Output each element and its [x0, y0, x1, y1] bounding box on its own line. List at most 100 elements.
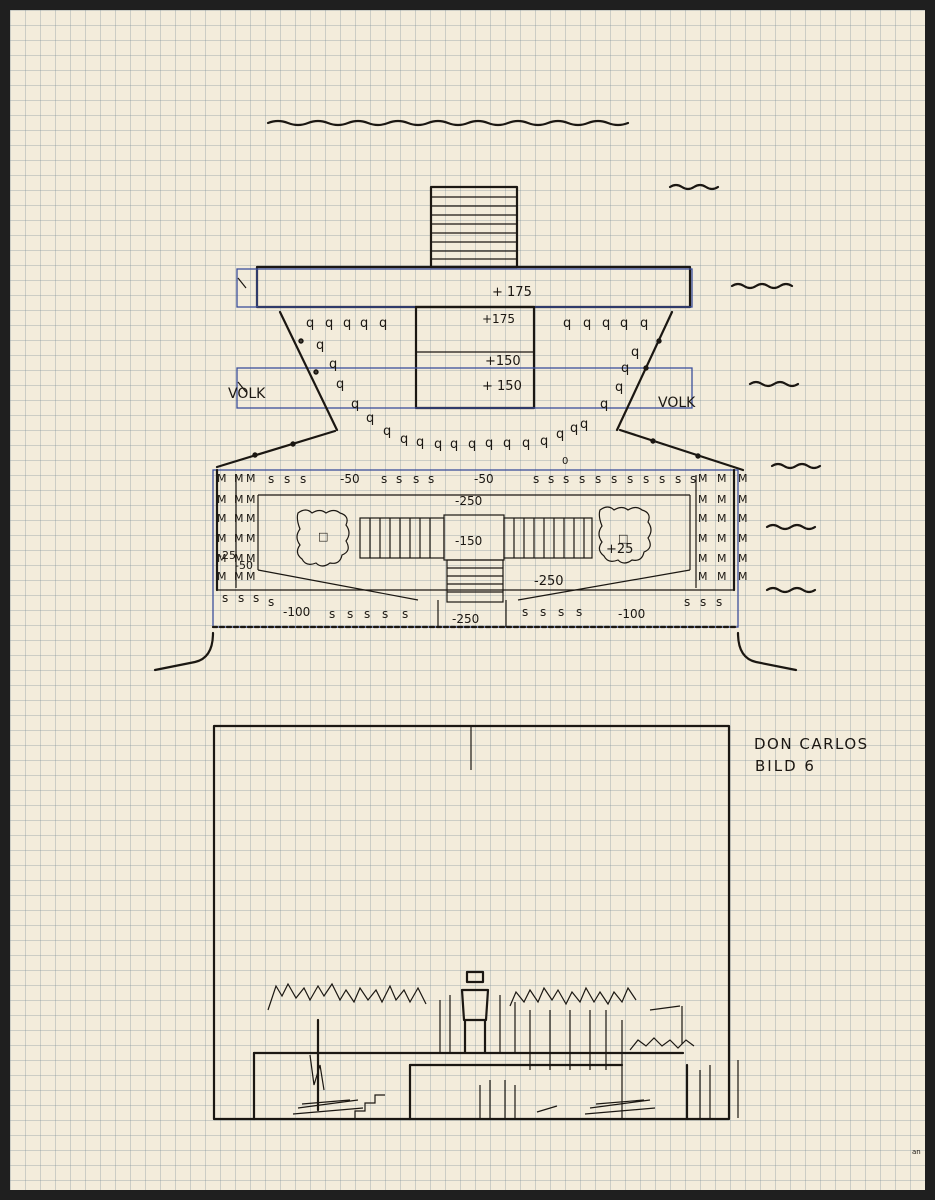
soldier-marker: s: [675, 472, 681, 486]
level-label: +150: [485, 354, 521, 369]
soldier-marker: s: [611, 472, 617, 486]
left-shrub: [296, 509, 350, 567]
guard-marker: q: [379, 316, 387, 331]
right-shrub: [598, 506, 652, 564]
guard-marker: q: [631, 345, 639, 360]
monk-marker: M: [698, 532, 708, 545]
level-label: + 150: [482, 379, 522, 394]
right-diagonal-wall: [615, 310, 674, 432]
guard-marker: q: [503, 436, 511, 451]
monk-marker: M: [234, 512, 244, 525]
monk-marker: M: [738, 472, 748, 485]
guard-marker: q: [570, 421, 578, 436]
monk-marker: M: [717, 552, 727, 565]
monk-marker: M: [698, 472, 708, 485]
margin-squiggle-1: [668, 183, 720, 191]
level-label: -250: [452, 612, 479, 626]
monk-marker: M: [738, 570, 748, 583]
soldier-marker: s: [381, 472, 387, 486]
guard-marker: q: [351, 397, 359, 412]
soldier-marker: s: [540, 605, 546, 619]
soldier-marker: s: [576, 605, 582, 619]
soldier-marker: s: [222, 591, 228, 605]
soldier-marker: s: [284, 472, 290, 486]
guard-marker: q: [485, 436, 493, 451]
guard-marker: q: [434, 437, 442, 452]
stairs-right: [503, 517, 593, 559]
soldier-marker: s: [627, 472, 633, 486]
soldier-marker: s: [428, 472, 434, 486]
proscenium-left: [153, 631, 215, 672]
monk-marker: M: [234, 493, 244, 506]
monk-marker: M: [234, 472, 244, 485]
monk-marker: M: [234, 570, 244, 583]
guard-marker: q: [416, 435, 424, 450]
guard-marker: q: [366, 411, 374, 426]
level-label: -250: [534, 574, 564, 589]
monk-marker: M: [246, 512, 256, 525]
soldier-marker: s: [300, 472, 306, 486]
soldier-marker: s: [595, 472, 601, 486]
guard-marker: q: [450, 437, 458, 452]
elevation-view: [212, 724, 739, 1121]
level-label: -100: [283, 605, 310, 619]
monk-marker: M: [738, 493, 748, 506]
diagonal-dots: [252, 338, 701, 459]
level-label: -50: [340, 472, 360, 486]
monk-marker: M: [217, 512, 227, 525]
soldier-marker: s: [716, 595, 722, 609]
level-label: -250: [455, 494, 482, 508]
guard-marker: q: [602, 316, 610, 331]
monk-marker: M: [246, 552, 256, 565]
rear-staircase: [429, 185, 519, 269]
soldier-marker: s: [690, 472, 696, 486]
soldier-marker: s: [700, 595, 706, 609]
guard-marker: q: [540, 434, 548, 449]
soldier-marker: s: [684, 595, 690, 609]
margin-squiggle-3: [748, 380, 800, 388]
corner-mark: an: [912, 1148, 921, 1156]
monk-marker: M: [246, 472, 256, 485]
margin-squiggle-5: [765, 523, 817, 531]
monk-marker: M: [717, 570, 727, 583]
guard-marker: q: [360, 316, 368, 331]
stage-drawing: + 175 +175 +150 + 150 -250 -150 +25 -250…: [153, 119, 921, 1156]
soldier-marker: s: [396, 472, 402, 486]
monk-marker: M: [234, 552, 244, 565]
left-diagonal-wall: [278, 310, 339, 432]
guard-marker: q: [306, 316, 314, 331]
monk-marker: M: [738, 512, 748, 525]
level-label: -25: [218, 549, 236, 562]
level-label: -50: [235, 559, 253, 572]
guard-marker: q: [325, 316, 333, 331]
zero-marker: 0: [562, 456, 568, 467]
guard-marker: q: [620, 316, 628, 331]
title-line-1: DON CARLOS: [754, 735, 869, 753]
monk-marker: M: [717, 512, 727, 525]
level-label: -150: [455, 534, 482, 548]
guard-marker: q: [336, 377, 344, 392]
soldier-marker: s: [533, 472, 539, 486]
left-front-diagonal: [215, 429, 337, 469]
soldier-marker: s: [563, 472, 569, 486]
graph-paper-sheet: + 175 +175 +150 + 150 -250 -150 +25 -250…: [10, 10, 925, 1190]
guard-marker: q: [621, 361, 629, 376]
guard-marker: q: [522, 436, 530, 451]
guard-marker: q: [563, 316, 571, 331]
soldier-marker: s: [347, 607, 353, 621]
guard-marker: q: [615, 380, 623, 395]
soldier-marker: s: [522, 605, 528, 619]
upper-platform-blue: [236, 268, 693, 308]
soldier-marker: s: [329, 607, 335, 621]
monk-marker: M: [217, 532, 227, 545]
guard-marker: q: [600, 397, 608, 412]
level-label: -50: [474, 472, 494, 486]
soldier-marker: s: [643, 472, 649, 486]
monk-marker: M: [717, 472, 727, 485]
monk-marker: M: [217, 552, 227, 565]
guard-marker: q: [329, 357, 337, 372]
monk-marker: M: [217, 570, 227, 583]
guard-marker: q: [316, 338, 324, 353]
